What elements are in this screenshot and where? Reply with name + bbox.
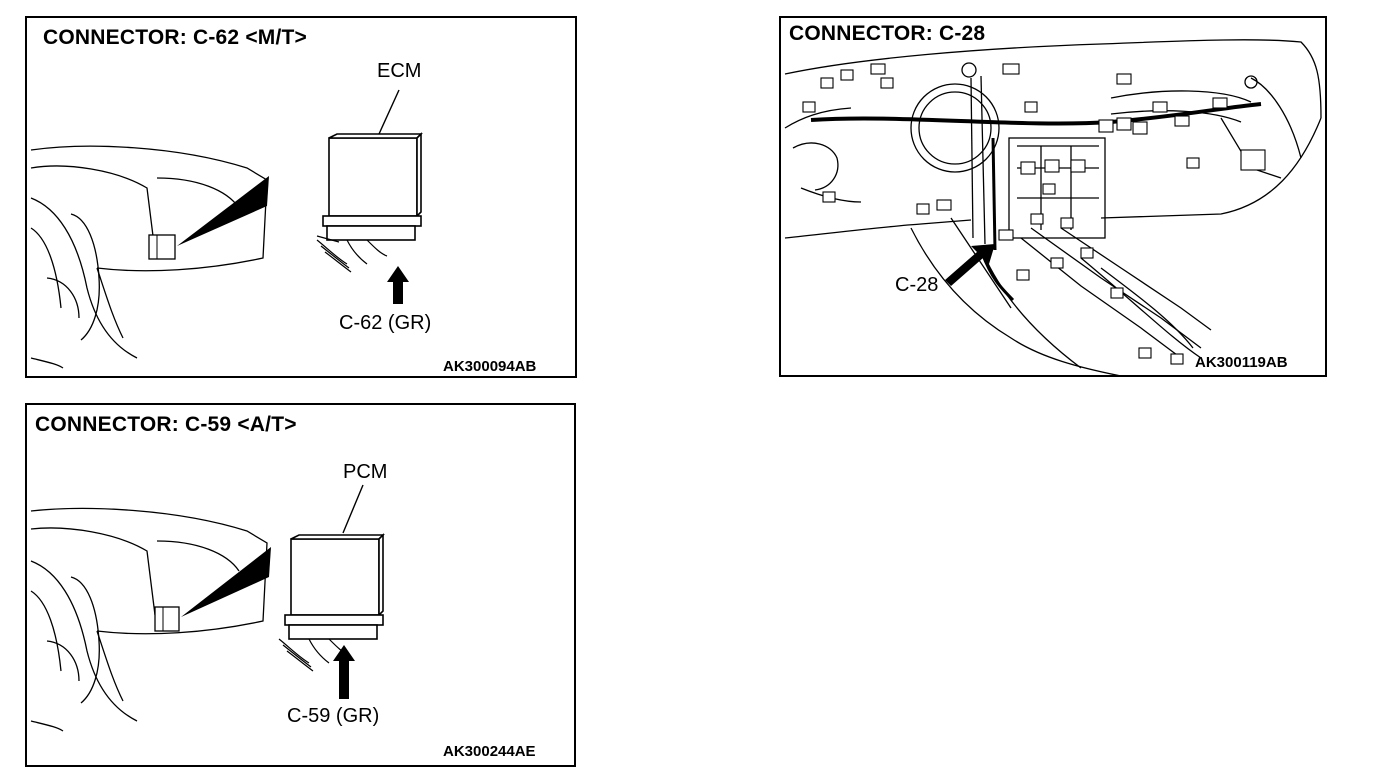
connector-label-c28: C-28: [895, 274, 939, 296]
panel-c62: CONNECTOR: C-62 <M/T> ECM C-62 (GR) AK30…: [25, 16, 577, 378]
dashboard-pcm-illustration: [30, 484, 385, 732]
connector-label-c59: C-59 (GR): [287, 705, 380, 727]
figure-code: AK300119AB: [1195, 354, 1288, 371]
panel-c59: CONNECTOR: C-59 <A/T> PCM C-59 (GR) AK30…: [25, 403, 576, 767]
panel-title: CONNECTOR: C-28: [789, 22, 986, 45]
figure-code: AK300094AB: [443, 358, 537, 375]
connector-label-c62: C-62 (GR): [339, 312, 432, 334]
module-label-ecm: ECM: [377, 60, 422, 82]
dashboard-ecm-illustration: [30, 89, 423, 369]
module-label-pcm: PCM: [343, 461, 388, 483]
panel-title: CONNECTOR: C-62 <M/T>: [43, 26, 308, 49]
panel-c28: CONNECTOR: C-28 C-28 AK300119AB: [779, 16, 1327, 377]
figure-code: AK300244AE: [443, 743, 536, 760]
panel-title: CONNECTOR: C-59 <A/T>: [35, 413, 297, 436]
dashboard-wiring-illustration: [784, 39, 1322, 375]
